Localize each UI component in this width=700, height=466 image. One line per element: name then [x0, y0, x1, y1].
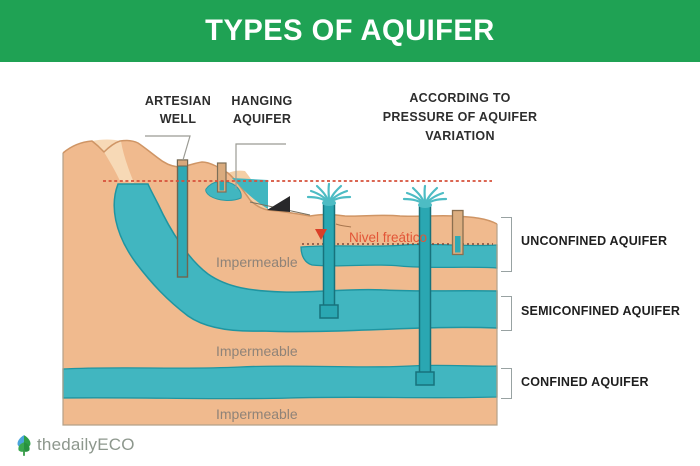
aquifer-cross-section-diagram: Nivel freático Impermeable Impermeable I… — [62, 135, 498, 426]
label-unconfined-aquifer: UNCONFINED AQUIFER — [521, 234, 668, 248]
red-down-triangle-icon — [315, 229, 327, 240]
flowing-well-semiconfined — [306, 182, 352, 319]
label-confined-aquifer: CONFINED AQUIFER — [521, 375, 649, 389]
hanging-aquifer-leader-line — [235, 143, 286, 189]
diagram-border — [62, 153, 498, 426]
impermeable-label-upper: Impermeable — [216, 254, 298, 270]
black-left-arrow — [267, 196, 290, 212]
bracket-confined — [501, 368, 512, 399]
lake — [232, 178, 268, 209]
hanging-aquifer-well-tube — [216, 162, 227, 193]
bracket-unconfined — [501, 217, 512, 272]
terrain-crack — [335, 223, 352, 228]
impermeable-label-bottom: Impermeable — [216, 406, 298, 422]
page-title: TYPES OF AQUIFER — [205, 14, 495, 47]
river-semiconfined-aquifer — [113, 183, 498, 333]
label-semiconfined-aquifer: SEMICONFINED AQUIFER — [521, 304, 681, 318]
title-banner: TYPES OF AQUIFER — [0, 0, 700, 62]
terrain-surface-line — [62, 139, 498, 225]
label-according-to-pressure: ACCORDING TO PRESSURE OF AQUIFER VARIATI… — [382, 91, 538, 143]
impermeable-label-middle: Impermeable — [216, 343, 298, 359]
terrain-body — [63, 140, 497, 425]
artesian-well-tube — [176, 159, 189, 278]
tree-leaf-logo-icon — [17, 435, 31, 456]
artesian-well-leader-line — [145, 135, 191, 161]
water-table-label: Nivel freático — [349, 230, 427, 245]
unconfined-well-tube — [451, 209, 464, 256]
flowing-well-confined — [402, 184, 448, 386]
confined-aquifer-band — [62, 364, 498, 400]
unconfined-aquifer-band — [300, 243, 498, 269]
label-artesian-well: ARTESIAN WELL — [144, 94, 212, 127]
label-hanging-aquifer: HANGING AQUIFER — [231, 94, 293, 127]
bracket-semiconfined — [501, 296, 512, 331]
logo-text: thedailyECO — [37, 435, 135, 454]
site-logo: thedailyECO — [15, 433, 135, 457]
